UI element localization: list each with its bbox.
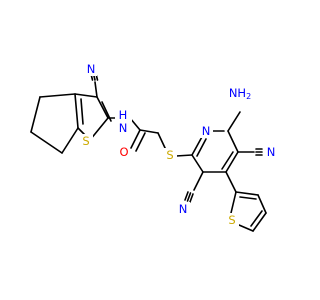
atom-label-thioether-s: S — [164, 148, 177, 162]
bond — [252, 212, 267, 232]
chemical-structure: N H N O S S N NH2 N N S — [30, 62, 278, 232]
bond — [175, 154, 193, 157]
atom-label-nitrile-n-2: N — [265, 145, 278, 159]
bond — [139, 129, 159, 134]
svg-text:N: N — [179, 202, 188, 216]
bond — [227, 130, 239, 153]
bond — [94, 81, 98, 98]
svg-text:H: H — [119, 108, 128, 122]
bond — [191, 134, 204, 156]
bond — [196, 138, 207, 157]
bond — [80, 98, 84, 125]
bond — [227, 111, 241, 132]
bond — [157, 132, 167, 151]
bond — [235, 191, 259, 196]
bond — [74, 93, 98, 98]
svg-text:NH2: NH2 — [229, 86, 251, 101]
svg-text:O: O — [119, 145, 128, 159]
bond — [186, 192, 192, 202]
pyridine-ring — [191, 130, 239, 173]
svg-text:N: N — [267, 145, 276, 159]
atom-label-pyridine-n: N — [200, 124, 213, 138]
bond — [221, 151, 234, 170]
atom-label-carbonyl-o: O — [116, 144, 130, 159]
bond — [225, 171, 237, 193]
bond — [225, 151, 239, 173]
nitrile-group-2 — [237, 148, 263, 156]
thiophene-ring — [225, 171, 267, 232]
nitrile-group-3 — [184, 171, 204, 203]
bond — [189, 193, 194, 203]
bond — [135, 132, 146, 152]
bond — [61, 127, 79, 154]
bond — [30, 131, 63, 154]
svg-text:N: N — [202, 124, 211, 138]
atom-label-amino: NH2 — [229, 86, 252, 111]
bond — [191, 154, 204, 173]
bond — [39, 93, 76, 98]
atom-label-nitrile-n-3: N — [177, 202, 190, 216]
svg-text:N: N — [87, 62, 96, 76]
svg-text:N: N — [119, 121, 128, 135]
bond — [239, 196, 257, 200]
bond — [184, 191, 189, 201]
bond — [30, 96, 41, 133]
atom-label-thiophene-s-1: S — [80, 134, 93, 148]
bond — [74, 93, 79, 129]
amide-linker — [107, 117, 193, 157]
bond — [193, 171, 204, 191]
bond — [250, 210, 263, 227]
svg-text:S: S — [228, 213, 235, 227]
atom-label-nitrile-n-1: N — [85, 62, 97, 76]
svg-text:S: S — [166, 148, 173, 162]
bond — [238, 224, 254, 232]
bond — [96, 96, 109, 119]
cyclopentathiophene-ring — [30, 93, 112, 154]
bond — [230, 191, 237, 214]
bond — [130, 129, 141, 149]
svg-text:S: S — [82, 134, 89, 148]
atom-label-thiophene-s-2: S — [226, 213, 239, 227]
atom-label-amide-nh: H N — [115, 108, 132, 135]
bond — [257, 194, 267, 214]
